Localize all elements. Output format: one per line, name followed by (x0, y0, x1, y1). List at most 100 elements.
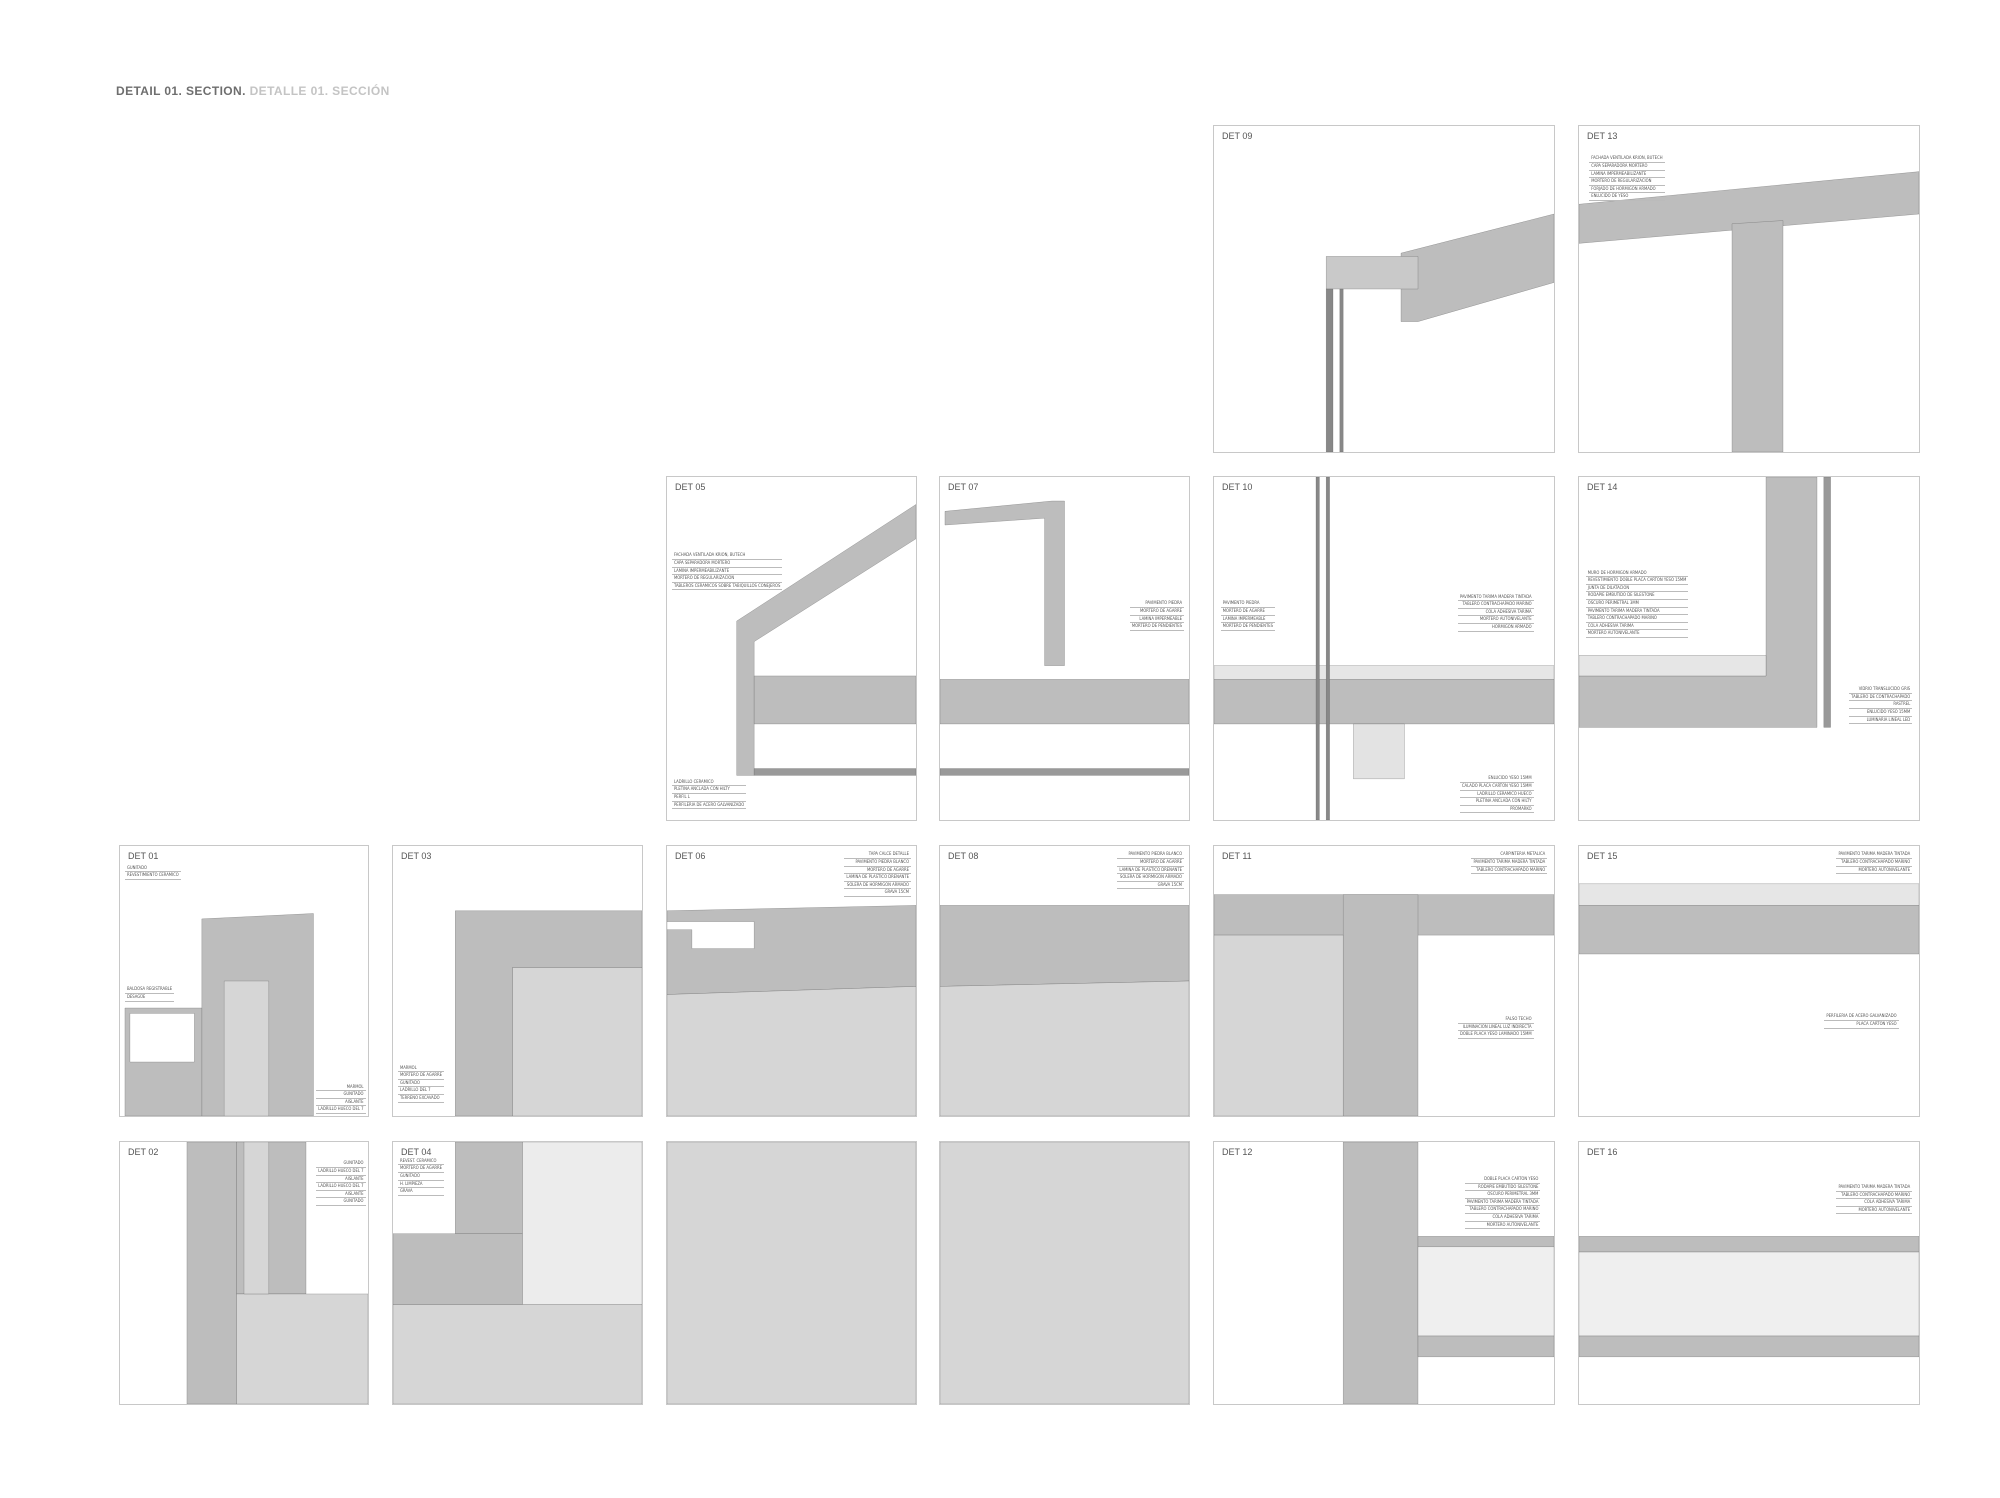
callout-label: MORTERO AUTONIVELANTE (1836, 867, 1913, 875)
panel-title: DET 03 (401, 851, 432, 861)
callout-label: CALADO PLACA CARTON YESO 15mm (1459, 783, 1534, 791)
callout-label: MORTERO DE AGARRE (1117, 859, 1185, 867)
material-layer (940, 981, 1189, 1116)
material-layer (1579, 1336, 1919, 1357)
callout-label: LADRILLO HUECO DEL 7 (316, 1106, 366, 1114)
callout-label: MARMOL (397, 1065, 445, 1073)
section-drawing (940, 846, 1189, 1116)
callout-label: PAVIMENTO TARIMA MADERA TINTADA (1464, 1199, 1541, 1207)
callout-label: TABLERO CONTRACHAPADO MARINO (1836, 859, 1913, 867)
material-layer (1343, 895, 1418, 1116)
material-layer (1401, 214, 1554, 322)
material-layer (130, 1013, 194, 1062)
callout-label: GUNITADO (397, 1080, 445, 1088)
material-layer (224, 981, 269, 1116)
callout-label: MURO DE HORMIGON ARMADO (1585, 570, 1689, 578)
material-callouts: ENLUCIDO YESO 15mmCALADO PLACA CARTON YE… (1459, 775, 1534, 814)
material-layer (754, 769, 916, 776)
material-layer (1418, 1247, 1554, 1336)
panel-title: DET 16 (1587, 1147, 1618, 1157)
material-layer (522, 1142, 642, 1304)
callout-label: HORMIGON ARMADO (1457, 624, 1534, 632)
callout-label: GUNITADO (316, 1160, 366, 1168)
material-layer (1343, 1142, 1418, 1404)
material-layer (1326, 256, 1418, 289)
callout-label: GUNITADO (316, 1198, 366, 1206)
panel-title: DET 09 (1222, 131, 1253, 141)
callout-label: SOLERA DE HORMIGON ARMADO (1117, 874, 1185, 882)
callout-label: TERRENO EXCAVADO (397, 1095, 445, 1103)
section-drawing (393, 1142, 642, 1404)
callout-label: MORTERO DE REGULARIZACION (671, 575, 783, 583)
callout-label: TABLERO DE CONTRACHAPADO (1849, 694, 1913, 702)
callout-label: RODAPIE EMBUTIDO DE SILESTONE (1585, 592, 1689, 600)
callout-label: PAVIMENTO PIEDRA BLANCO (1117, 851, 1185, 859)
material-layer (945, 501, 1065, 666)
callout-label: PERFILERIA DE ACERO GALVANIZADO (1824, 1013, 1899, 1021)
callout-label: MORTERO AUTONIVELANTE (1836, 1207, 1913, 1215)
panel-title: DET 10 (1222, 482, 1253, 492)
section-drawing (393, 846, 642, 1116)
material-layer (1732, 221, 1783, 452)
callout-label: PAVIMENTO TARIMA MADERA TINTADA (1585, 608, 1689, 616)
callout-label: PAVIMENTO PIEDRA (1220, 600, 1276, 609)
callout-label: LUMINARIA LINEAL LED (1849, 717, 1913, 725)
callout-label: LAMINA IMPERMEABLE (1129, 616, 1185, 624)
callout-label: TABLEROS CERAMICOS SOBRE TABIQUILLOS CON… (671, 583, 783, 591)
callout-label: PAVIMENTO TARIMA MADERA TINTADA (1836, 1184, 1913, 1192)
callout-label: MORTERO DE AGARRE (397, 1165, 445, 1173)
callout-label: PLACA CARTON YESO (1824, 1021, 1899, 1029)
callout-label: PAVIMENTO TARIMA MADERA TINTADA (1457, 594, 1534, 602)
callout-label: LADRILLO DEL 7 (397, 1087, 445, 1096)
callout-label: LAMINA IMPERMEABILIZANTE (1589, 171, 1665, 179)
callout-label: AISLANTE (316, 1099, 366, 1107)
callout-label: COLA ADHESIVA TARIMA (1464, 1214, 1541, 1222)
callout-label: MORTERO DE REGULARIZACION (1589, 178, 1665, 186)
panel-title: DET 05 (675, 482, 706, 492)
callout-label: REVEST. CERAMICO (397, 1158, 445, 1166)
material-layer (1579, 884, 1919, 906)
section-drawing (1214, 846, 1554, 1116)
callout-label: PLETINA ANCLADA CON HILTY (671, 786, 747, 795)
callout-label: AISLANTE (316, 1176, 366, 1184)
section-drawing (1214, 477, 1554, 820)
section-drawing (940, 477, 1189, 820)
sheet-title-es: DETALLE 01. SECCIÓN (249, 84, 390, 98)
panel-title: DET 04 (401, 1147, 432, 1157)
callout-label: RODAPIE EMBUTIDO SILESTONE (1464, 1184, 1541, 1192)
callout-label: TABLERO CONTRACHAPADO MARINO (1836, 1192, 1913, 1200)
callout-label: LADRILLO CERAMICO HUECO (1459, 791, 1534, 799)
callout-label: GRAVA 15cm (844, 889, 912, 897)
material-layer (667, 986, 916, 1116)
callout-label: DOBLE PLACA YESO LAMINADO 15MM (1457, 1031, 1534, 1039)
material-layer (1579, 172, 1919, 244)
callout-label: MORTERO DE AGARRE (1220, 608, 1276, 616)
callout-label: FACHADA VENTILADA KRION, BUTECH (1589, 155, 1665, 163)
callout-label: ENLUCIDO DE YESO (1589, 193, 1665, 201)
material-layer (393, 1304, 642, 1404)
detail-panel-blank2 (939, 1141, 1190, 1405)
material-layer (1824, 477, 1831, 727)
material-layer (1353, 724, 1404, 779)
callout-label: TABLERO CONTRACHAPADO MARINO (1471, 867, 1548, 875)
material-layer (455, 1142, 522, 1234)
material-layer (1326, 477, 1329, 820)
material-layer (667, 1142, 916, 1404)
callout-label: GUNITADO (316, 1091, 366, 1099)
